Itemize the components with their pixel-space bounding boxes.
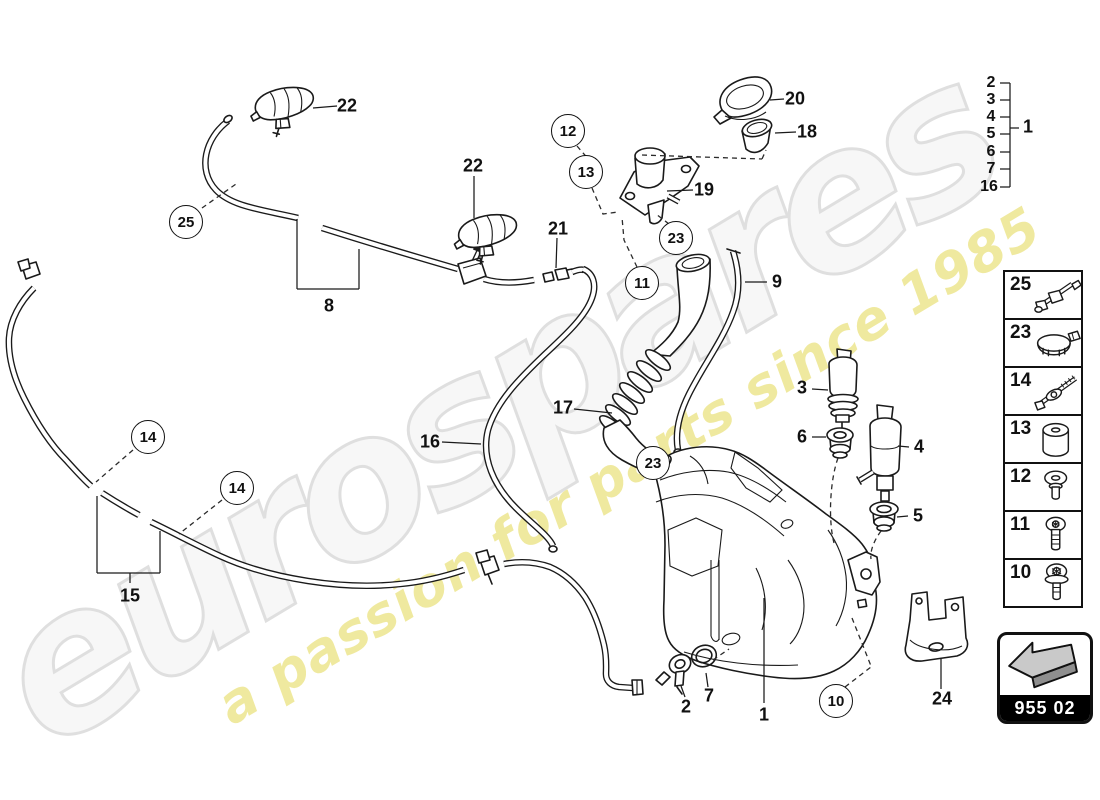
- legend-item-23[interactable]: 23: [1003, 318, 1083, 368]
- plug-2-drawing: [655, 653, 692, 695]
- callout-17[interactable]: 17: [552, 397, 574, 418]
- rubber-bushing-icon: [1042, 422, 1070, 457]
- seal-ring-18-drawing: [741, 118, 773, 154]
- index-item-2[interactable]: 2: [986, 74, 996, 91]
- callout-8[interactable]: 8: [323, 295, 335, 316]
- callout-24[interactable]: 24: [931, 688, 953, 709]
- callout-circled-23b[interactable]: 23: [636, 446, 670, 480]
- callout-5[interactable]: 5: [912, 505, 924, 526]
- index-item-6[interactable]: 6: [986, 143, 996, 160]
- bracket-24-drawing: [904, 591, 969, 662]
- push-rivet-icon: [1044, 470, 1068, 500]
- legend-item-14[interactable]: 14: [1003, 366, 1083, 416]
- callout-circled-13[interactable]: 13: [569, 155, 603, 189]
- group-bracket-15: [96, 496, 161, 583]
- callout-circled-10[interactable]: 10: [819, 684, 853, 718]
- callout-15[interactable]: 15: [119, 585, 141, 606]
- callout-circled-12[interactable]: 12: [551, 114, 585, 148]
- index-item-3[interactable]: 3: [986, 91, 996, 108]
- grommet-6-drawing: [826, 427, 854, 459]
- callout-20[interactable]: 20: [784, 88, 806, 109]
- legend-item-10[interactable]: 10: [1003, 558, 1083, 608]
- coupling-21-drawing: [542, 267, 573, 283]
- callout-7[interactable]: 7: [703, 685, 715, 706]
- legend-number: 23: [1010, 322, 1032, 343]
- index-item-5[interactable]: 5: [986, 125, 996, 142]
- callout-22a[interactable]: 22: [336, 95, 358, 116]
- callout-circled-25[interactable]: 25: [169, 205, 203, 239]
- hose-16-drawing: [482, 265, 598, 553]
- washer-tank-1-drawing: [647, 446, 881, 680]
- index-group-1[interactable]: 1: [1022, 116, 1034, 137]
- torx-screw-icon: [1045, 516, 1066, 551]
- assembly-dashed-lines: [95, 145, 882, 688]
- callout-3[interactable]: 3: [796, 377, 808, 398]
- callout-16[interactable]: 16: [419, 431, 441, 452]
- callout-1[interactable]: 1: [758, 704, 770, 725]
- nozzle-22a-drawing: [248, 85, 317, 139]
- reservoir-cap-20-drawing: [713, 76, 773, 125]
- category-code-box[interactable]: 955 02: [997, 632, 1093, 724]
- leader-lines: [312, 98, 942, 703]
- index-item-7[interactable]: 7: [986, 160, 996, 177]
- group-bracket-8: [296, 219, 360, 290]
- hardware-legend: 25 23 14: [1003, 270, 1083, 608]
- oring-7-drawing: [690, 644, 718, 668]
- supply-hose-15-drawing: [5, 258, 644, 696]
- check-valve-screw-icon: [1034, 375, 1078, 411]
- tee-connector-drawing: [457, 244, 487, 285]
- legend-number: 25: [1010, 274, 1032, 295]
- legend-number: 11: [1010, 514, 1031, 535]
- legend-item-12[interactable]: 12: [1003, 462, 1083, 512]
- callout-4[interactable]: 4: [913, 436, 925, 457]
- nozzle-22b-drawing: [451, 212, 521, 267]
- category-arrow-icon: [1008, 641, 1078, 689]
- nozzle-bracket-icon: [1034, 279, 1081, 313]
- headlamp-pump-4-drawing: [856, 404, 902, 502]
- legend-number: 14: [1010, 370, 1032, 391]
- callout-22b[interactable]: 22: [462, 155, 484, 176]
- index-bracket-1: [1000, 82, 1019, 188]
- hose-clamp-icon: [1036, 330, 1081, 357]
- callout-circled-23a[interactable]: 23: [659, 221, 693, 255]
- index-item-4[interactable]: 4: [986, 108, 996, 125]
- callout-21[interactable]: 21: [547, 218, 569, 239]
- legend-number: 13: [1010, 418, 1032, 439]
- legend-item-25[interactable]: 25: [1003, 270, 1083, 320]
- category-code-label: 955 02: [1000, 695, 1090, 721]
- callout-6[interactable]: 6: [796, 426, 808, 447]
- callout-circled-14b[interactable]: 14: [220, 471, 254, 505]
- legend-item-13[interactable]: 13: [1003, 414, 1083, 464]
- callout-circled-11[interactable]: 11: [625, 266, 659, 300]
- legend-number: 12: [1010, 466, 1032, 487]
- hose-9-drawing: [673, 248, 742, 456]
- legend-item-11[interactable]: 11: [1003, 510, 1083, 560]
- callout-2[interactable]: 2: [680, 696, 692, 717]
- callout-circled-14a[interactable]: 14: [131, 420, 165, 454]
- grommet-5-drawing: [869, 501, 899, 532]
- callout-19[interactable]: 19: [693, 179, 715, 200]
- flanged-screw-icon: [1044, 563, 1069, 601]
- callout-9[interactable]: 9: [771, 271, 783, 292]
- legend-number: 10: [1010, 562, 1032, 583]
- callout-18[interactable]: 18: [796, 121, 818, 142]
- washer-pump-3-drawing: [827, 348, 859, 432]
- washer-hose-8-drawing: [202, 114, 586, 286]
- sensor-19-drawing: [619, 147, 700, 225]
- index-item-16[interactable]: 16: [980, 178, 998, 195]
